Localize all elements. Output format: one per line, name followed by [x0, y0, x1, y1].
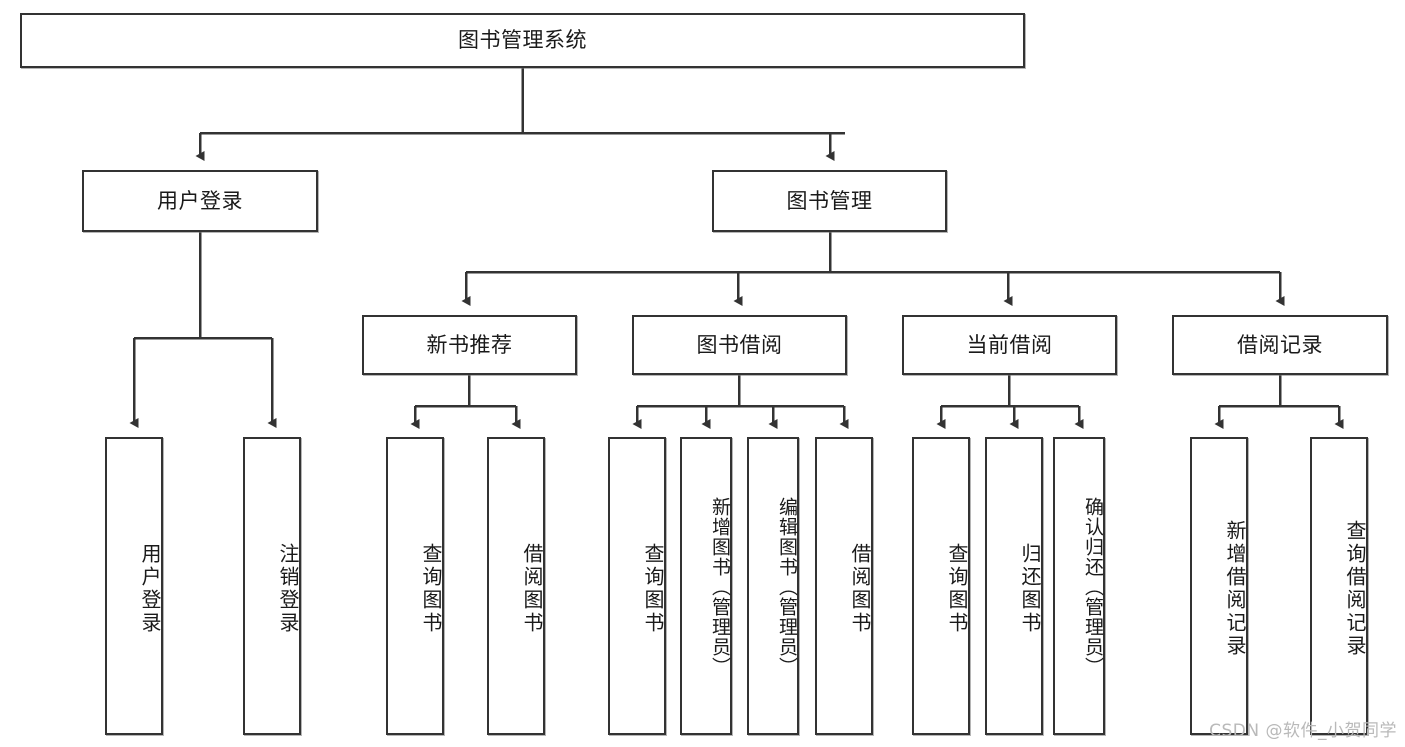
leaf-borrow-book[interactable]: 借阅图书 [815, 437, 873, 735]
node-book-management-label: 图书管理 [786, 188, 873, 213]
leaf-add-book-admin[interactable]: 新增图书（管理员） [680, 437, 732, 735]
leaf-add-borrow-record-label: 新增借阅记录 [1223, 520, 1247, 658]
node-borrow-record[interactable]: 借阅记录 [1172, 315, 1388, 375]
leaf-user-login[interactable]: 用户登录 [105, 437, 163, 735]
leaf-query-book-current[interactable]: 查询图书 [912, 437, 970, 735]
leaf-logout-login-label: 注销登录 [276, 543, 300, 635]
leaf-query-book-current-label: 查询图书 [945, 543, 969, 635]
leaf-query-book-recommend[interactable]: 查询图书 [386, 437, 444, 735]
node-user-login[interactable]: 用户登录 [82, 170, 318, 232]
node-new-book-recommend[interactable]: 新书推荐 [362, 315, 577, 375]
node-borrow-record-label: 借阅记录 [1237, 332, 1323, 357]
leaf-add-borrow-record[interactable]: 新增借阅记录 [1190, 437, 1248, 735]
leaf-confirm-return-admin-label: 确认归还（管理员） [1082, 497, 1104, 677]
leaf-borrow-book-recommend-label: 借阅图书 [520, 543, 544, 635]
leaf-query-book-borrow-label: 查询图书 [641, 543, 665, 635]
leaf-edit-book-admin[interactable]: 编辑图书（管理员） [747, 437, 799, 735]
leaf-borrow-book-recommend[interactable]: 借阅图书 [487, 437, 545, 735]
leaf-return-book[interactable]: 归还图书 [985, 437, 1043, 735]
leaf-confirm-return-admin[interactable]: 确认归还（管理员） [1053, 437, 1105, 735]
leaf-query-borrow-record[interactable]: 查询借阅记录 [1310, 437, 1368, 735]
leaf-return-book-label: 归还图书 [1018, 543, 1042, 635]
node-current-borrow-label: 当前借阅 [966, 332, 1053, 357]
node-book-borrow[interactable]: 图书借阅 [632, 315, 847, 375]
leaf-borrow-book-label: 借阅图书 [848, 543, 872, 635]
node-root-label: 图书管理系统 [458, 28, 587, 53]
leaf-query-book-borrow[interactable]: 查询图书 [608, 437, 666, 735]
node-book-management[interactable]: 图书管理 [712, 170, 947, 232]
node-current-borrow[interactable]: 当前借阅 [902, 315, 1117, 375]
leaf-user-login-label: 用户登录 [138, 543, 162, 635]
leaf-add-book-admin-label: 新增图书（管理员） [709, 497, 731, 677]
node-user-login-label: 用户登录 [157, 188, 243, 213]
leaf-query-borrow-record-label: 查询借阅记录 [1343, 520, 1367, 658]
leaf-edit-book-admin-label: 编辑图书（管理员） [776, 497, 798, 677]
node-book-borrow-label: 图书借阅 [696, 332, 783, 357]
leaf-query-book-recommend-label: 查询图书 [419, 543, 443, 635]
node-root[interactable]: 图书管理系统 [20, 13, 1025, 68]
csdn-watermark: CSDN @软件_小贺同学 [1209, 721, 1397, 741]
node-new-book-recommend-label: 新书推荐 [426, 332, 513, 357]
leaf-logout-login[interactable]: 注销登录 [243, 437, 301, 735]
